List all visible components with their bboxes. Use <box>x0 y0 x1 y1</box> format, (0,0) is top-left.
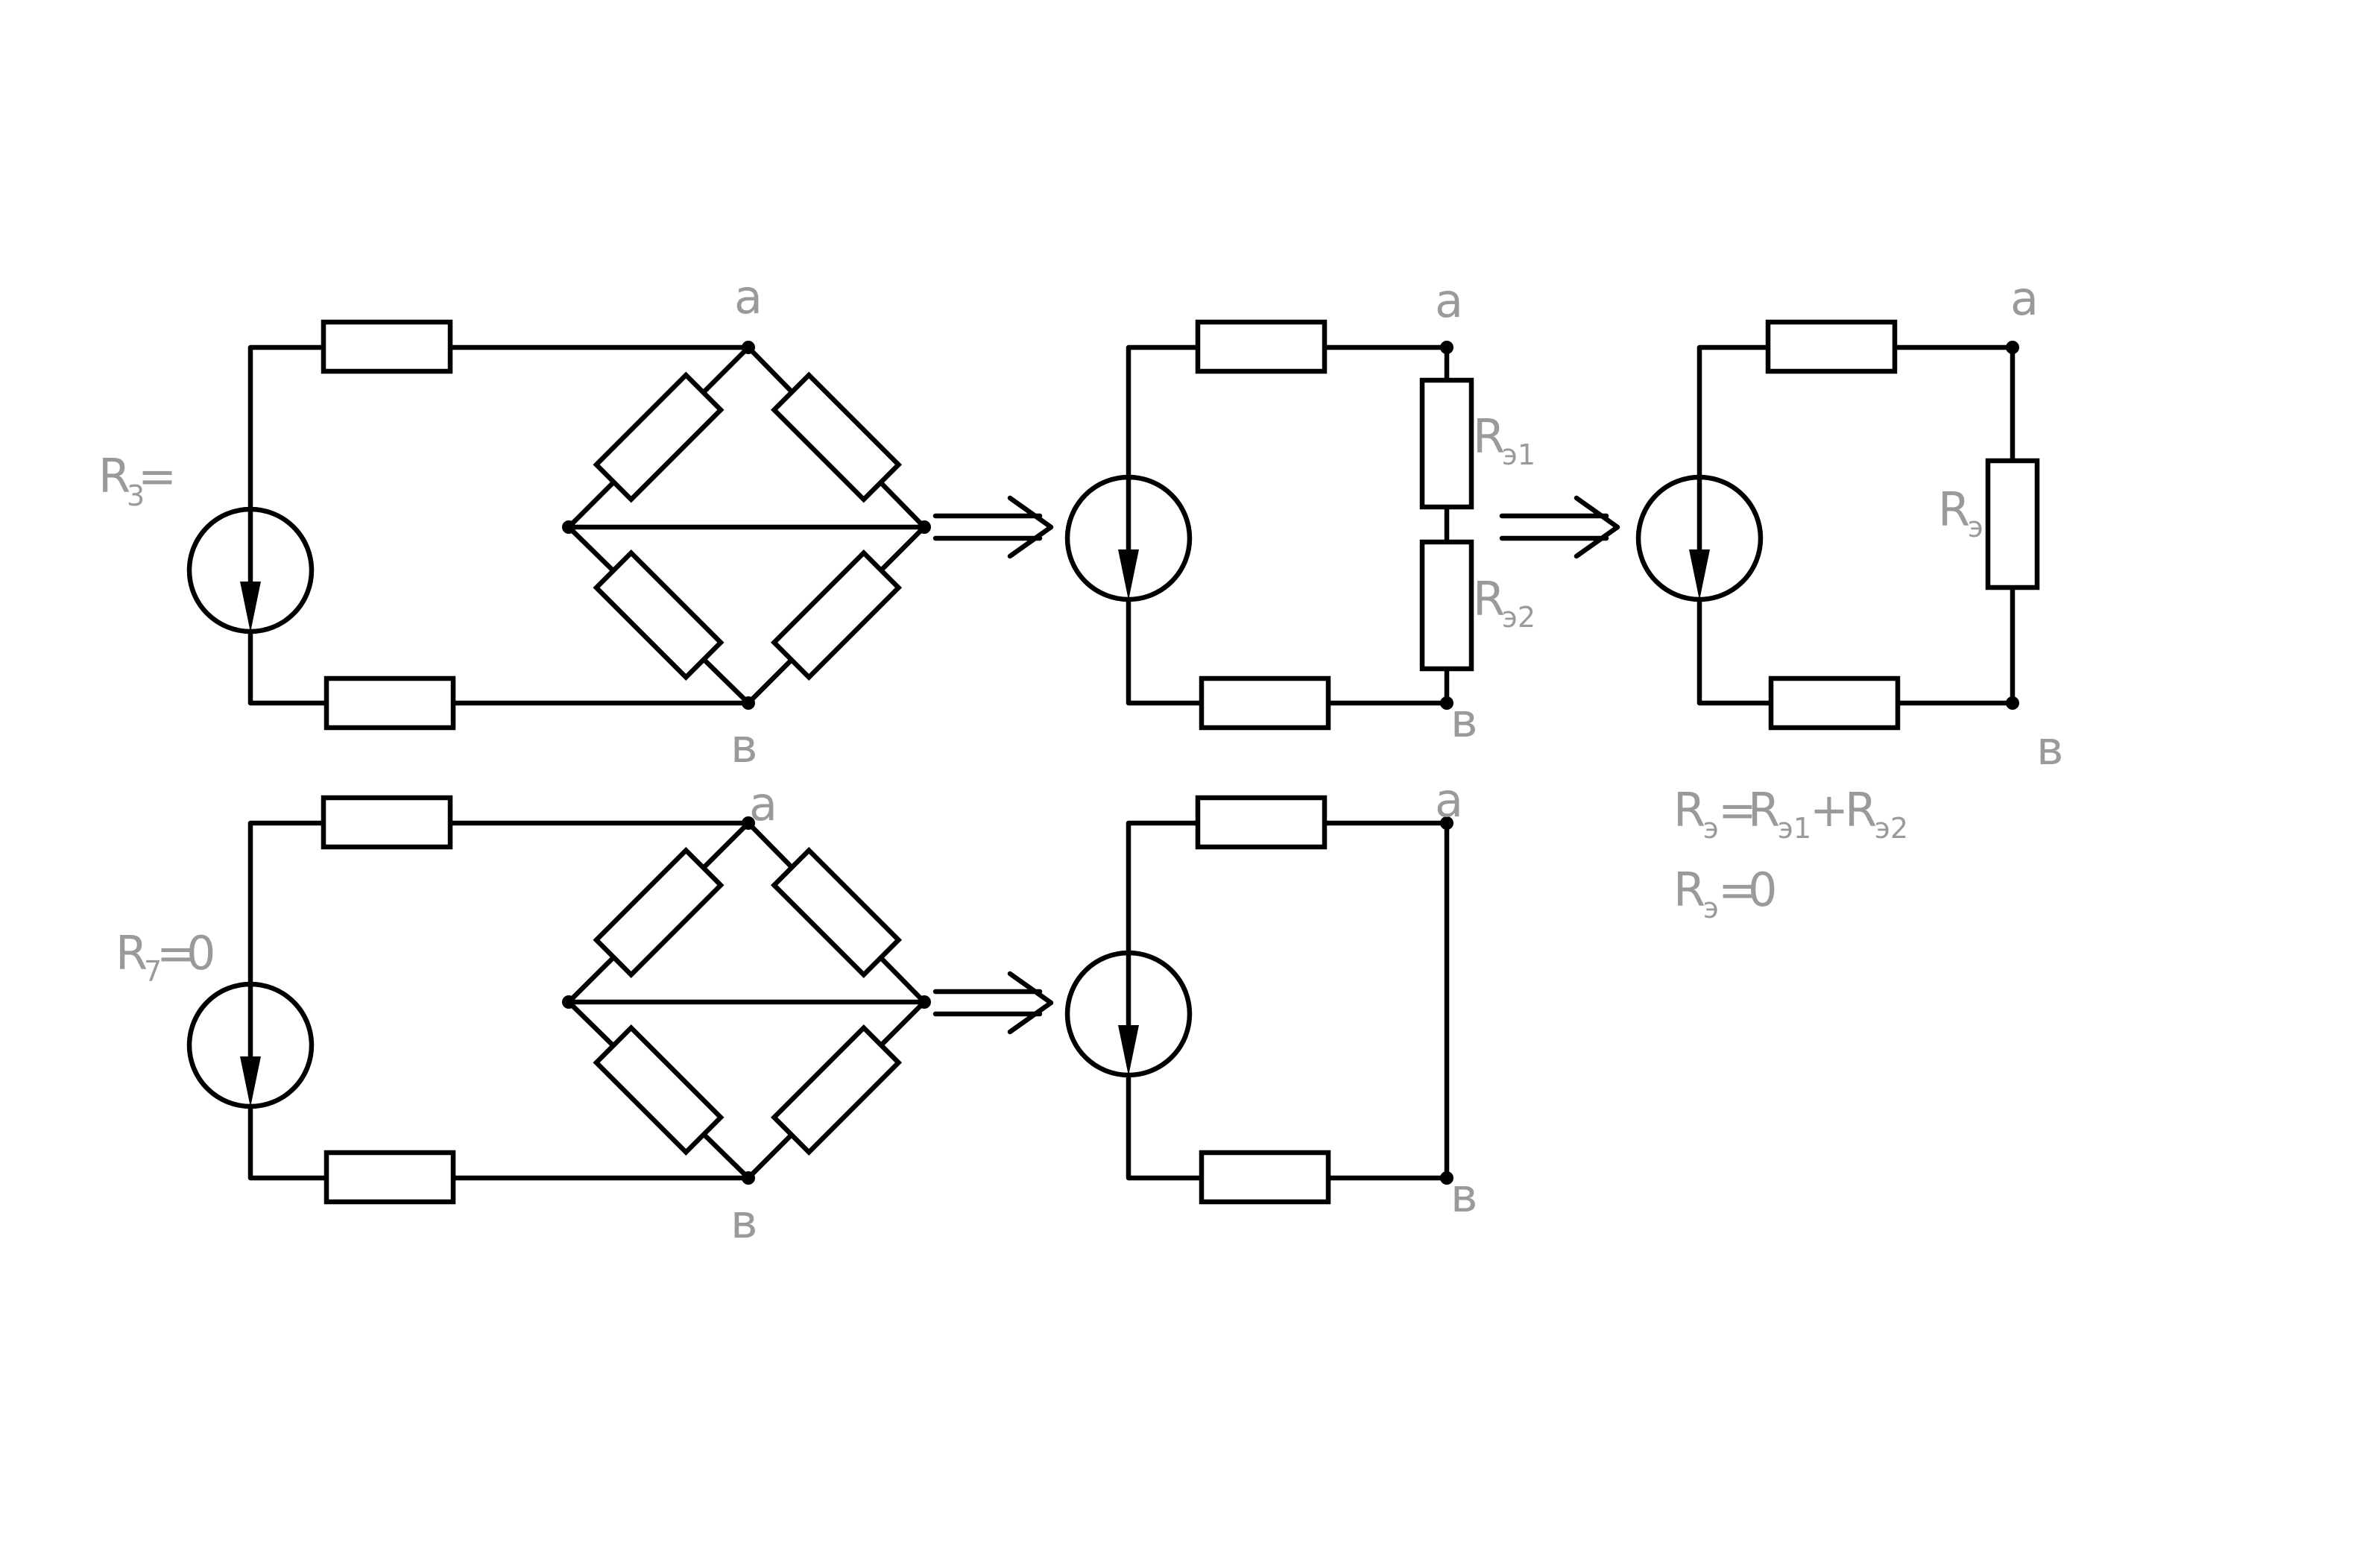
node-dot <box>2006 696 2019 710</box>
circuit-bridge-top: a в R 3 = <box>98 270 931 773</box>
resistor-label-r: R <box>116 926 148 980</box>
double-arrow-icon <box>932 495 1054 559</box>
formula-re-sum: R э = R э1 + R э2 <box>1673 783 1908 845</box>
resistor-icon <box>593 1024 725 1156</box>
resistor-label-r: R <box>98 449 130 503</box>
svg-text:=: = <box>1718 783 1757 837</box>
node-label-a: a <box>1435 274 1463 328</box>
resistor-icon <box>1195 795 1328 850</box>
circuit-series-top: a в R э1 R э2 <box>1064 274 1535 748</box>
zero-value: 0 <box>186 926 215 980</box>
resistor-icon <box>1195 319 1328 374</box>
resistor-icon <box>1419 539 1474 672</box>
current-source-icon <box>1064 950 1193 1078</box>
resistor-icon <box>321 319 453 374</box>
node-dot <box>562 520 575 534</box>
node-label-b: в <box>730 719 758 773</box>
svg-text:R: R <box>1748 783 1780 837</box>
svg-text:R: R <box>1673 783 1705 837</box>
resistor-subscript: 7 <box>144 955 162 988</box>
resistor-icon <box>1985 458 2040 590</box>
node-label-b: в <box>1451 693 1478 748</box>
resistor-icon <box>1765 319 1898 374</box>
node-label-a: a <box>749 777 777 831</box>
svg-text:э2: э2 <box>1875 812 1908 845</box>
resistor-icon <box>770 846 903 979</box>
node-label-b: в <box>2036 721 2064 775</box>
resistor-icon <box>593 846 725 979</box>
resistor-subscript-e: э <box>1968 511 1983 544</box>
double-arrow-icon <box>1499 495 1620 559</box>
resistor-icon <box>323 1150 456 1205</box>
node-label-b: в <box>1451 1168 1478 1223</box>
resistor-icon <box>770 371 903 503</box>
svg-text:R: R <box>1845 783 1877 837</box>
equals-sign: = <box>157 926 195 980</box>
resistor-label-r: R <box>1473 409 1505 464</box>
wire <box>566 344 927 706</box>
circuit-short-bottom: a в <box>1064 773 1478 1223</box>
resistor-subscript-e2: э2 <box>1502 601 1535 634</box>
svg-text:э: э <box>1703 892 1719 924</box>
resistor-icon <box>1199 675 1331 731</box>
svg-text:э: э <box>1703 812 1719 845</box>
resistor-icon <box>770 549 903 681</box>
current-source-icon <box>1064 474 1193 602</box>
resistor-icon <box>1419 377 1474 510</box>
node-label-b: в <box>730 1194 758 1249</box>
svg-text:0: 0 <box>1748 863 1777 917</box>
node-dot <box>742 1171 755 1185</box>
svg-text:=: = <box>1718 863 1757 917</box>
node-dot <box>1440 816 1453 830</box>
resistor-label-r: R <box>1938 482 1970 537</box>
node-dot <box>1440 1171 1453 1185</box>
resistor-subscript-e1: э1 <box>1502 438 1535 471</box>
node-dot <box>918 995 931 1009</box>
node-label-a: a <box>2010 271 2039 326</box>
resistor-icon <box>593 371 725 503</box>
node-dot <box>2006 341 2019 354</box>
node-dot <box>1440 696 1453 710</box>
resistor-icon <box>323 675 456 731</box>
svg-text:э1: э1 <box>1778 812 1811 845</box>
resistor-icon <box>321 795 453 850</box>
double-arrow-icon <box>932 971 1054 1035</box>
node-dot <box>918 520 931 534</box>
current-source-icon <box>1635 474 1764 602</box>
svg-text:+: + <box>1810 783 1849 837</box>
svg-text:R: R <box>1673 863 1705 917</box>
circuit-bridge-bottom: a в R 7 = 0 <box>116 777 931 1249</box>
node-dot <box>1440 341 1453 354</box>
node-dot <box>742 696 755 710</box>
resistor-label-r: R <box>1473 572 1505 626</box>
node-label-a: a <box>734 270 763 324</box>
circuit-equivalent-top: a в R э <box>1635 271 2064 775</box>
wire <box>566 820 927 1181</box>
node-dot <box>742 816 755 830</box>
formula-re-zero: R э = 0 <box>1673 863 1777 924</box>
node-label-a: a <box>1435 773 1463 828</box>
resistor-icon <box>1768 675 1901 731</box>
node-dot <box>742 341 755 354</box>
resistor-icon <box>593 549 725 681</box>
current-source-icon <box>186 981 315 1109</box>
node-dot <box>562 995 575 1009</box>
resistor-icon <box>770 1024 903 1156</box>
resistor-subscript: 3 <box>127 479 145 512</box>
equals-sign: = <box>138 449 177 503</box>
current-source-icon <box>186 506 315 634</box>
resistor-icon <box>1199 1150 1331 1205</box>
